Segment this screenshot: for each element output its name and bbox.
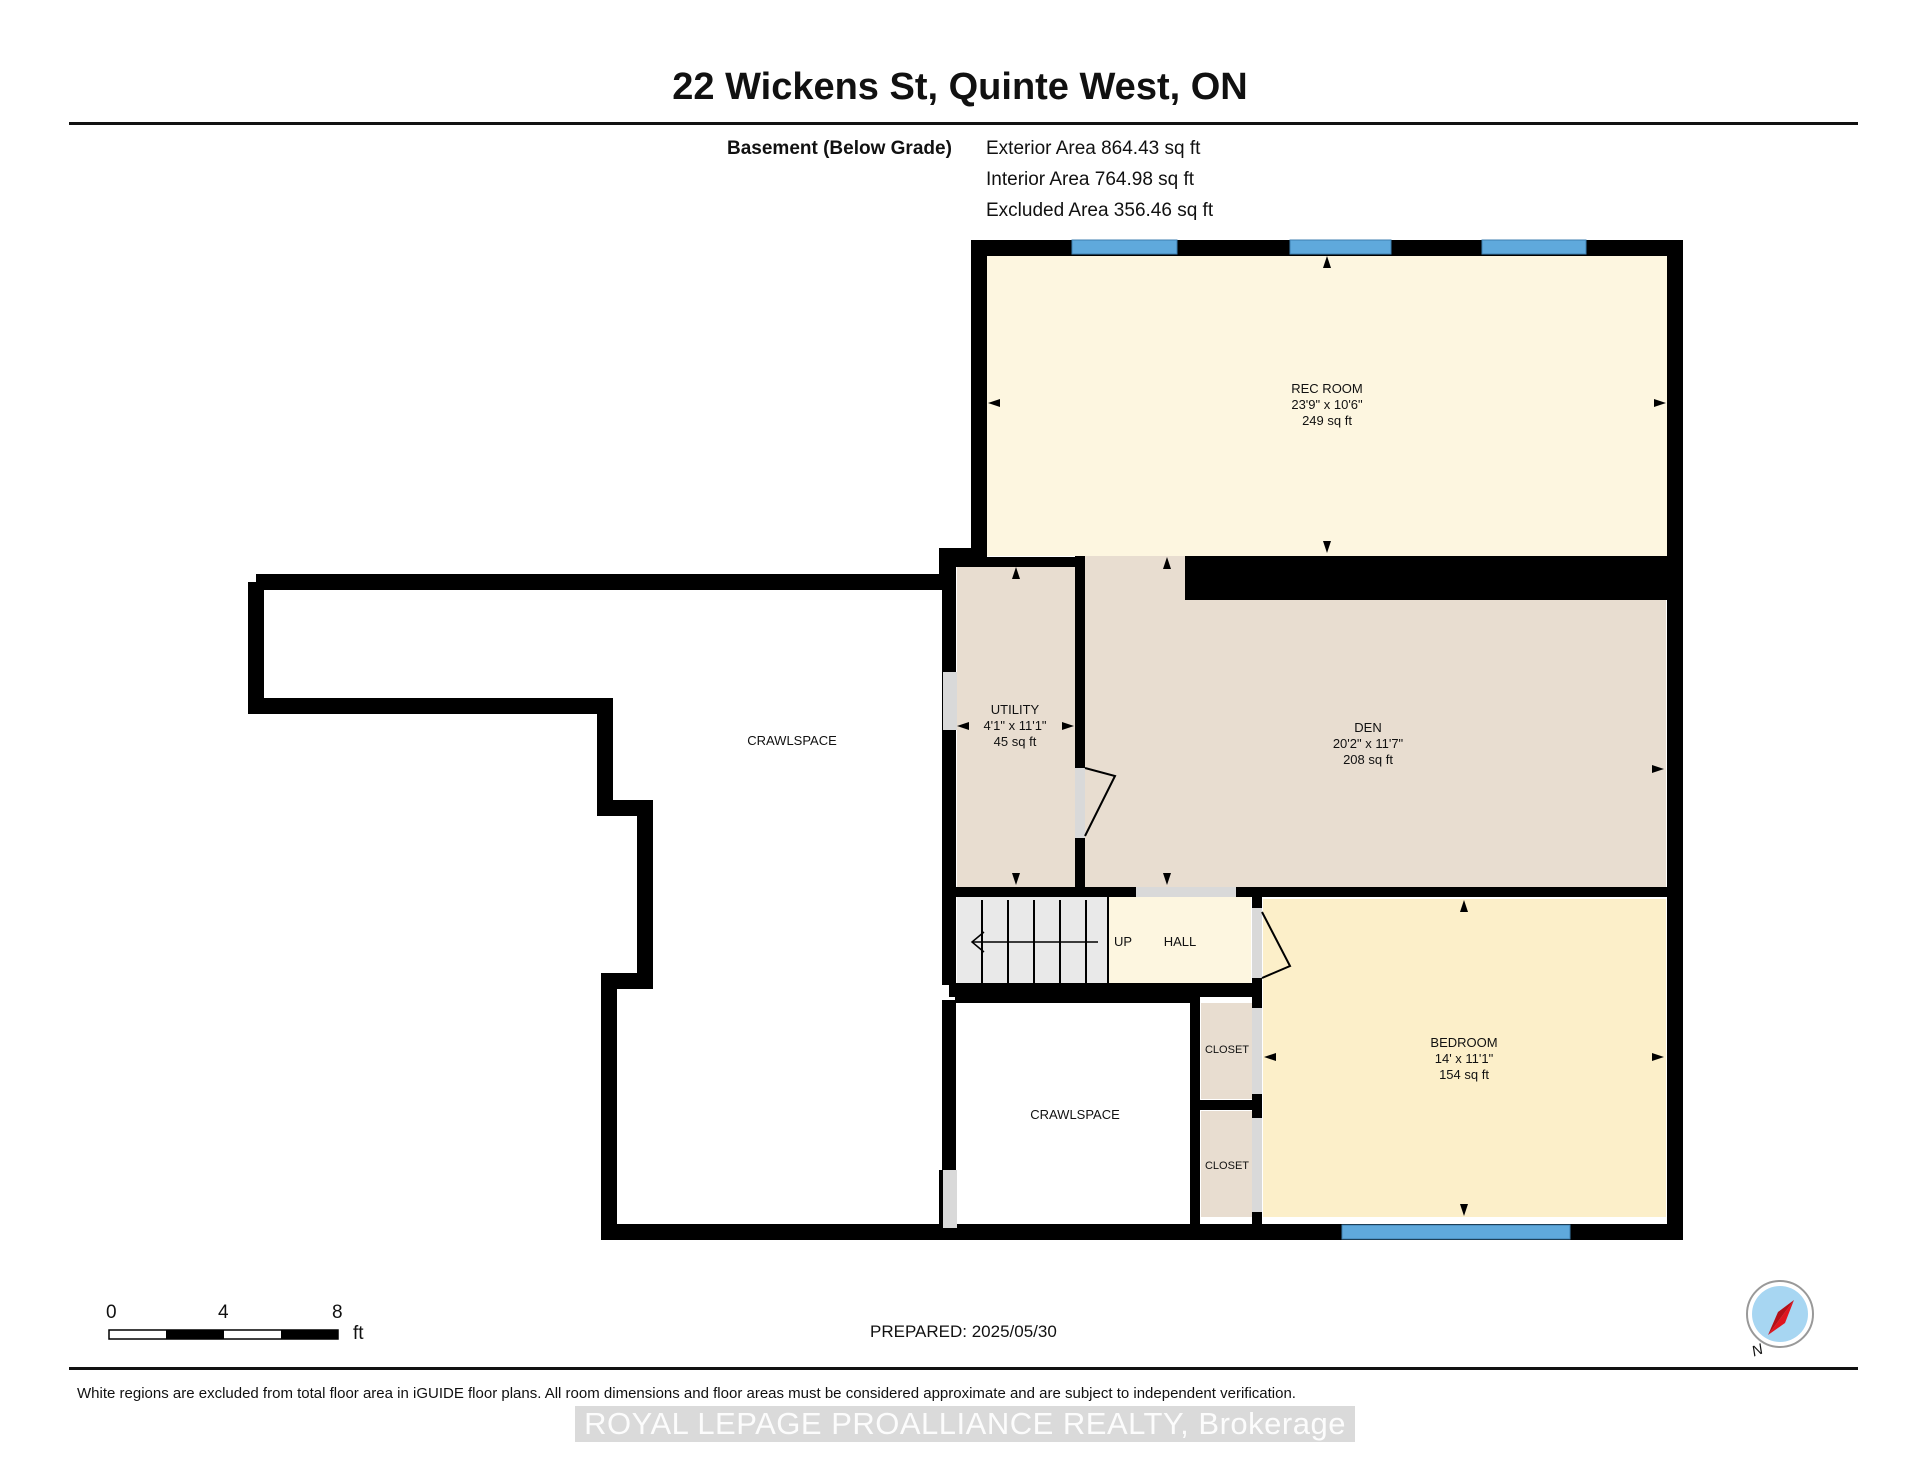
room-dims: 23'9" x 10'6" — [1291, 397, 1363, 412]
brokerage-watermark: ROYAL LEPAGE PROALLIANCE REALTY, Brokera… — [575, 1406, 1355, 1442]
room-label-closet-2: CLOSET — [1204, 1160, 1249, 1172]
window — [1341, 1224, 1571, 1240]
room-name: REC ROOM — [1291, 381, 1363, 396]
rec-room-fill — [987, 256, 1667, 556]
den-fill — [1085, 556, 1666, 887]
room-area: 208 sq ft — [1343, 752, 1393, 767]
utility-fill — [957, 567, 1075, 887]
room-dims: 4'1" x 11'1" — [983, 718, 1047, 733]
room-label-crawlspace-1: CRAWLSPACE — [747, 733, 837, 748]
closet-2-fill — [1201, 1111, 1253, 1217]
room-name: BEDROOM — [1430, 1035, 1498, 1050]
scale-tick-8: 8 — [332, 1302, 343, 1323]
room-dims: 14' x 11'1" — [1434, 1051, 1494, 1066]
room-name: UTILITY — [990, 702, 1040, 717]
window — [1071, 239, 1178, 255]
scale-tick-0: 0 — [106, 1302, 117, 1323]
closet-1-fill — [1201, 1003, 1253, 1099]
compass-icon — [1746, 1280, 1814, 1348]
room-area: 249 sq ft — [1302, 413, 1352, 428]
stairs-up-label: UP — [1113, 934, 1133, 949]
room-label-den: DEN 20'2" x 11'7" 208 sq ft — [1268, 720, 1468, 768]
footer-divider — [69, 1367, 1858, 1370]
crawlspace-outline-wall — [248, 560, 955, 1240]
door-opening — [1252, 1008, 1262, 1094]
stairs — [970, 897, 1109, 983]
door-opening — [1252, 1118, 1262, 1212]
room-dims: 20'2" x 11'7" — [1332, 736, 1404, 751]
dimension-arrows — [957, 256, 1666, 1216]
room-label-crawlspace-2: CRAWLSPACE — [1030, 1107, 1120, 1122]
door-opening — [943, 1170, 957, 1228]
interior-area: Interior Area 764.98 sq ft — [986, 169, 1195, 190]
room-label-rec-room: REC ROOM 23'9" x 10'6" 249 sq ft — [1227, 381, 1427, 429]
door-opening — [1252, 908, 1262, 978]
room-label-utility: UTILITY 4'1" x 11'1" 45 sq ft — [965, 702, 1065, 750]
room-label-hall: HALL — [1163, 934, 1197, 949]
door-opening — [943, 672, 957, 730]
window — [1481, 239, 1587, 255]
plan-title: 22 Wickens St, Quinte West, ON — [672, 66, 1248, 108]
room-area: 45 sq ft — [993, 734, 1037, 749]
room-label-bedroom: BEDROOM 14' x 11'1" 154 sq ft — [1364, 1035, 1564, 1083]
scale-bar — [108, 1329, 339, 1340]
door-swing — [1261, 911, 1292, 979]
room-label-closet-1: CLOSET — [1204, 1044, 1249, 1056]
room-name: DEN — [1354, 720, 1382, 735]
scale-tick-4: 4 — [218, 1302, 229, 1323]
window — [1289, 239, 1392, 255]
exterior-area: Exterior Area 864.43 sq ft — [986, 138, 1201, 159]
bedroom-fill — [1263, 899, 1666, 1217]
den-top-wall — [1185, 556, 1675, 600]
scale-unit: ft — [353, 1323, 364, 1344]
excluded-area: Excluded Area 356.46 sq ft — [986, 200, 1214, 221]
hall-fill — [1108, 897, 1251, 983]
prepared-date: PREPARED: 2025/05/30 — [870, 1322, 1057, 1341]
room-area: 154 sq ft — [1439, 1067, 1489, 1082]
door-opening — [1075, 768, 1085, 838]
door-swing — [1084, 767, 1117, 837]
level-label: Basement (Below Grade) — [727, 138, 952, 159]
door-opening — [1136, 887, 1236, 897]
header-divider — [69, 122, 1858, 125]
disclaimer-text: White regions are excluded from total fl… — [77, 1385, 1296, 1402]
